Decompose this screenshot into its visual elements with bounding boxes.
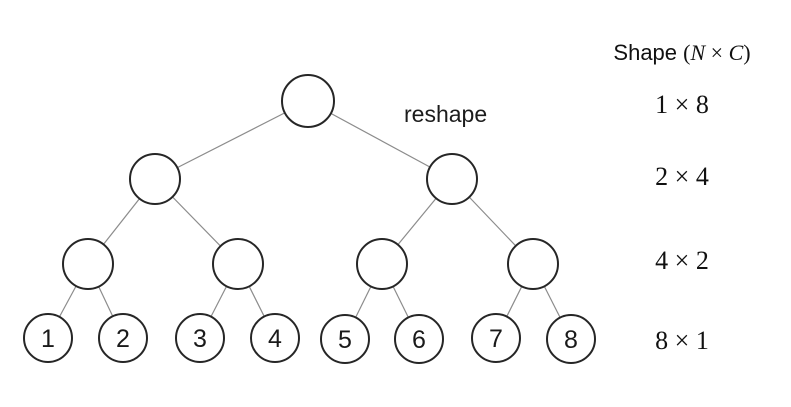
tree-node-label-leaf1: 1 — [41, 325, 55, 353]
shape-header-var-n: N — [690, 40, 706, 65]
tree-node-n3d — [507, 238, 559, 290]
shape-column-header: Shape (N × C) — [596, 40, 768, 66]
tree-node-label-leaf2: 2 — [116, 325, 130, 353]
tree-node-leaf2 — [98, 313, 148, 363]
tree-node-n3a — [62, 238, 114, 290]
tree-node-leaf7 — [471, 313, 521, 363]
tree-node-leaf6 — [394, 314, 444, 364]
tree-node-n3b — [212, 238, 264, 290]
tree-edge-root-n2a — [154, 100, 309, 180]
tree-node-leaf3 — [175, 313, 225, 363]
tree-node-label-leaf3: 3 — [193, 325, 207, 353]
tree-node-leaf5 — [320, 314, 370, 364]
tree-node-label-leaf8: 8 — [564, 326, 578, 354]
shape-header-close-paren: ) — [743, 40, 751, 65]
tree-node-label-leaf4: 4 — [268, 325, 282, 353]
tree-node-label-leaf7: 7 — [489, 325, 503, 353]
shape-header-open-paren: ( — [683, 40, 691, 65]
tree-node-leaf4 — [250, 313, 300, 363]
reshape-annotation: reshape — [404, 101, 488, 127]
tree-node-root — [281, 74, 335, 128]
tree-node-n2b — [426, 153, 478, 205]
tree-edge-root-n2b — [307, 100, 453, 180]
tree-node-n3c — [356, 238, 408, 290]
tree-node-label-leaf5: 5 — [338, 326, 352, 354]
shape-header-var-c: C — [728, 40, 744, 65]
shape-row-3: 8 × 1 — [655, 326, 709, 355]
shape-header-word: Shape — [613, 40, 684, 65]
multiply-sign: × — [705, 40, 729, 65]
tree-node-leaf8 — [546, 314, 596, 364]
shape-row-1: 2 × 4 — [655, 162, 709, 191]
tree-node-label-leaf6: 6 — [412, 326, 426, 354]
tree-node-n2a — [129, 153, 181, 205]
tree-node-leaf1 — [23, 313, 73, 363]
shape-row-0: 1 × 8 — [655, 90, 709, 119]
shape-row-2: 4 × 2 — [655, 246, 709, 275]
